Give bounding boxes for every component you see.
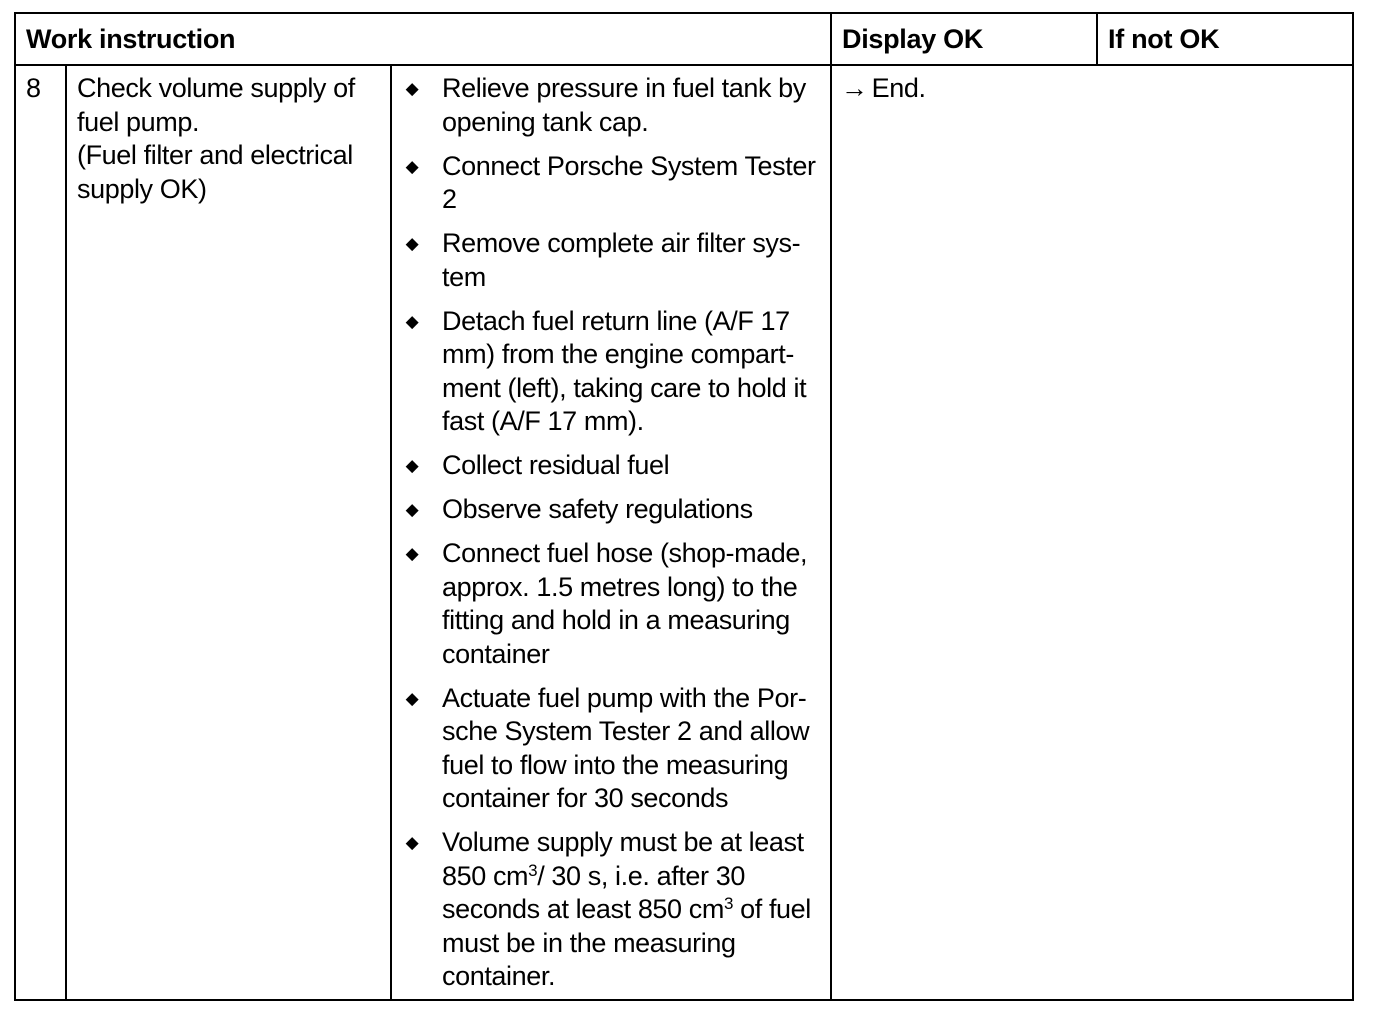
header-work-instruction: Work instruction <box>26 24 236 54</box>
display-ok-cell: →End. <box>841 72 1091 106</box>
volume-text-part: / 30 s, i.e. after 30 seconds at least 8… <box>442 860 745 925</box>
diamond-bullet-icon: ◆ <box>405 833 419 852</box>
step-description-line: Check volume supply of fuel pump. <box>77 73 355 137</box>
right-arrow-icon: → <box>841 73 868 103</box>
instruction-list: ◆ Relieve pressure in fuel tank by openi… <box>402 72 826 1004</box>
diamond-bullet-icon: ◆ <box>405 544 419 563</box>
diamond-bullet-icon: ◆ <box>405 79 419 98</box>
diamond-bullet-icon: ◆ <box>405 311 419 331</box>
cubic-superscript: 3 <box>723 894 734 913</box>
instruction-item: ◆ Detach fuel return line (A/F 17 mm) fr… <box>402 305 826 439</box>
work-instruction-table: Work instruction Display OK If not OK 8 … <box>14 12 1354 1001</box>
column-divider-step <box>65 66 67 1001</box>
instruction-text: Connect fuel hose (shop-made, approx. 1.… <box>442 538 808 669</box>
diamond-bullet-icon: ◆ <box>405 456 419 475</box>
volume-text-part: of fuel must be in the measuring contain… <box>442 894 811 991</box>
diamond-bullet-icon: ◆ <box>405 688 419 708</box>
instruction-item: ◆ Connect Porsche System Tester 2 <box>402 150 826 217</box>
instruction-item: ◆ Observe safety regulations <box>402 493 826 527</box>
column-divider-if-not-ok <box>1096 14 1098 66</box>
column-divider-description <box>390 66 392 1001</box>
instruction-text: Detach fuel return line (A/F 17 mm) from… <box>442 305 807 437</box>
instruction-item: ◆ Actuate fuel pump with the Por-sche Sy… <box>402 682 826 816</box>
instruction-text: Connect Porsche System Tester 2 <box>442 150 816 215</box>
instruction-item: ◆ Relieve pressure in fuel tank by openi… <box>402 72 826 139</box>
diamond-bullet-icon: ◆ <box>405 234 419 253</box>
instruction-text: Relieve pressure in fuel tank by opening… <box>442 73 806 137</box>
instruction-text: Remove complete air filter sys-tem <box>442 228 801 292</box>
step-description-line: (Fuel filter and electrical supply OK) <box>77 140 353 204</box>
instruction-item: ◆ Remove complete air filter sys-tem <box>402 227 826 294</box>
column-divider-display-ok <box>830 14 832 1001</box>
display-ok-text: End. <box>871 73 926 103</box>
table-header-row: Work instruction Display OK If not OK <box>16 14 1352 66</box>
header-display-ok: Display OK <box>842 24 984 54</box>
instruction-item: ◆ Connect fuel hose (shop-made, approx. … <box>402 537 826 671</box>
instruction-text: Actuate fuel pump with the Por-sche Syst… <box>442 682 810 814</box>
header-if-not-ok: If not OK <box>1108 24 1220 54</box>
step-description: Check volume supply of fuel pump. (Fuel … <box>77 72 383 206</box>
step-number: 8 <box>26 73 41 103</box>
instruction-text: Collect residual fuel <box>442 450 670 480</box>
cubic-superscript: 3 <box>528 860 538 880</box>
instruction-text-volume: Volume supply must be at least 850 cm3/ … <box>442 827 811 991</box>
instruction-text: Observe safety regulations <box>442 494 753 524</box>
volume-text-part: Volume supply must be at least 850 cm <box>442 827 804 891</box>
diamond-bullet-icon: ◆ <box>405 156 419 176</box>
instruction-item: ◆ Collect residual fuel <box>402 449 826 483</box>
diamond-bullet-icon: ◆ <box>405 500 419 519</box>
instruction-item: ◆ Volume supply must be at least 850 cm3… <box>402 826 826 994</box>
